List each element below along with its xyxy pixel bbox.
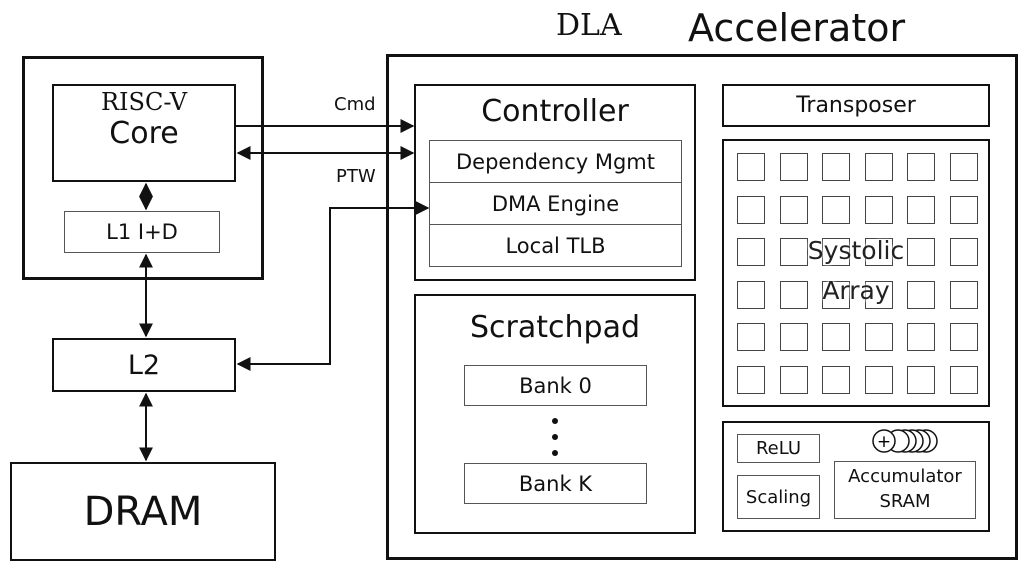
- local-tlb-label: Local TLB: [505, 233, 606, 258]
- pe-cell: [737, 153, 765, 181]
- pe-cell: [907, 238, 935, 266]
- pe-cell: [780, 196, 808, 224]
- cmd-label: Cmd: [334, 94, 376, 115]
- pe-cell: [737, 366, 765, 394]
- pe-cell: [907, 153, 935, 181]
- core-line1: RISC-V: [100, 88, 188, 116]
- relu-unit: ReLU: [737, 434, 820, 463]
- dram: DRAM: [10, 462, 276, 561]
- pe-cell: [822, 238, 850, 266]
- bank-ellipsis: [551, 418, 559, 458]
- l1-cache: L1 I+D: [64, 211, 220, 253]
- pe-cell: [950, 196, 978, 224]
- dependency-mgmt-label: Dependency Mgmt: [456, 149, 655, 174]
- dma-l2-arrow: [236, 201, 430, 371]
- pe-cell: [950, 238, 978, 266]
- scratchpad-title: Scratchpad: [470, 310, 640, 345]
- pe-cell: [780, 238, 808, 266]
- accumulator-label-line2: SRAM: [879, 491, 931, 512]
- dla-label: DLA: [556, 8, 622, 43]
- pe-cell: [950, 366, 978, 394]
- pe-cell: [737, 323, 765, 351]
- pe-cell: [907, 323, 935, 351]
- pe-cell: [865, 323, 893, 351]
- scaling-unit: Scaling: [737, 475, 820, 519]
- pe-cell: [865, 281, 893, 309]
- pe-cell: [780, 323, 808, 351]
- accumulator-sram: Accumulator SRAM: [834, 461, 976, 519]
- pe-cell: [865, 153, 893, 181]
- controller-title: Controller: [481, 94, 629, 129]
- ptw-label: PTW: [336, 166, 376, 187]
- scaling-label: Scaling: [745, 486, 812, 508]
- pe-cell: [865, 238, 893, 266]
- dependency-mgmt: Dependency Mgmt: [429, 140, 682, 183]
- local-tlb: Local TLB: [429, 224, 682, 267]
- pe-cell: [822, 196, 850, 224]
- l2-label: L2: [127, 349, 161, 381]
- dram-label: DRAM: [83, 488, 203, 535]
- adder-symbol: +: [877, 432, 891, 452]
- systolic-array: [722, 139, 990, 407]
- accelerator-title: Accelerator: [688, 6, 906, 50]
- transposer-label: Transposer: [796, 93, 916, 118]
- pe-cell: [822, 366, 850, 394]
- risc-v-core: RISC-V Core: [52, 84, 236, 182]
- dma-engine-label: DMA Engine: [491, 191, 620, 216]
- pe-cell: [950, 281, 978, 309]
- pe-cell: [907, 281, 935, 309]
- systolic-label-line2: Array: [822, 276, 890, 305]
- pe-cell: [865, 196, 893, 224]
- pe-cell: [780, 281, 808, 309]
- pe-cell: [950, 153, 978, 181]
- pe-cell: [780, 153, 808, 181]
- pe-cell: [907, 196, 935, 224]
- bank-k-label: Bank K: [518, 471, 593, 496]
- pe-cell: [865, 366, 893, 394]
- accumulator-label-line1: Accumulator: [848, 466, 962, 487]
- systolic-label-line1: Systolic: [807, 236, 905, 265]
- pe-cell: [907, 366, 935, 394]
- pe-cell: [780, 366, 808, 394]
- pe-cell: [822, 281, 850, 309]
- pe-cell: [950, 323, 978, 351]
- adder-stack-icon: +: [872, 429, 938, 453]
- l2-cache: L2: [52, 338, 236, 392]
- bank-0-label: Bank 0: [519, 373, 592, 398]
- l1-label: L1 I+D: [106, 220, 178, 244]
- dma-engine: DMA Engine: [429, 182, 682, 225]
- core-line2: Core: [109, 116, 179, 151]
- relu-label: ReLU: [755, 438, 802, 459]
- transposer: Transposer: [722, 84, 990, 127]
- pe-cell: [737, 281, 765, 309]
- pe-cell: [737, 238, 765, 266]
- pe-cell: [737, 196, 765, 224]
- pe-cell: [822, 323, 850, 351]
- bank-0: Bank 0: [464, 365, 647, 406]
- bank-k: Bank K: [464, 463, 647, 504]
- pe-cell: [822, 153, 850, 181]
